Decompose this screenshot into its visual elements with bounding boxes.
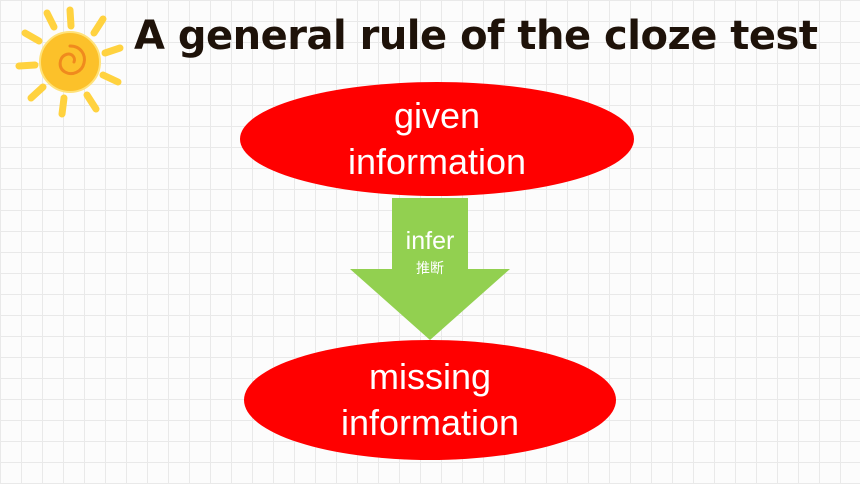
arrow-label: infer bbox=[405, 227, 455, 255]
arrow-sublabel: 推断 bbox=[416, 261, 444, 277]
missing-information-node: missing information bbox=[244, 340, 616, 460]
given-information-label: given information bbox=[347, 95, 527, 182]
page-title: A general rule of the cloze test bbox=[134, 13, 818, 59]
given-information-node: given information bbox=[240, 82, 634, 196]
missing-information-label: missing information bbox=[340, 356, 520, 443]
down-arrow-icon bbox=[350, 198, 510, 340]
sun-icon bbox=[15, 6, 124, 118]
